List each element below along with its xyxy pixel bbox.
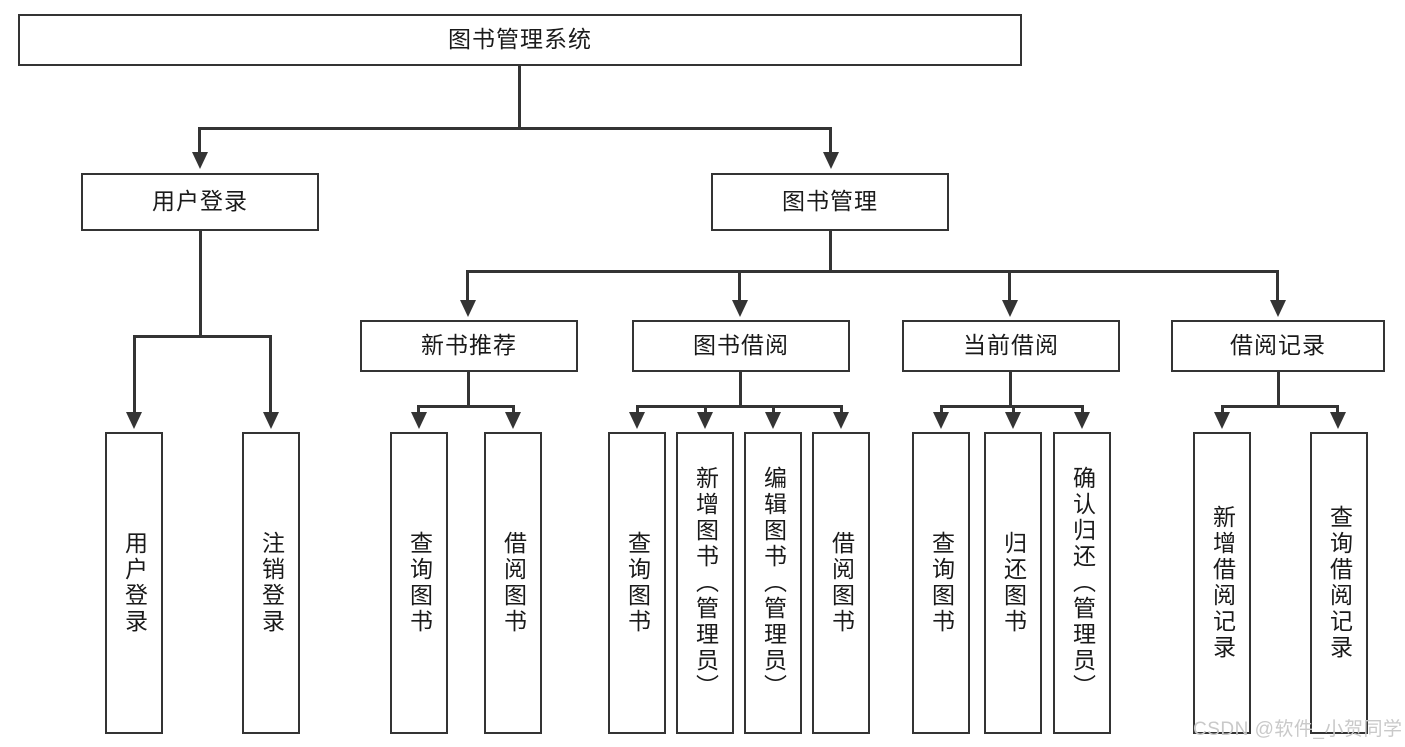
node-leaf-add-book-label: 新增图书（管理员） xyxy=(692,466,719,700)
node-leaf-borrow-book-1-label: 借阅图书 xyxy=(500,531,527,635)
arrowhead-leaf-query-book-3 xyxy=(933,412,949,429)
edge-user-login-leaf2 xyxy=(269,335,272,415)
node-leaf-edit-book-label: 编辑图书（管理员） xyxy=(760,466,787,700)
node-book-borrow[interactable]: 图书借阅 xyxy=(632,320,850,372)
edge-cb-leaf1 xyxy=(940,405,943,415)
edge-bb-leaf3 xyxy=(772,405,775,415)
node-user-login[interactable]: 用户登录 xyxy=(81,173,319,231)
arrowhead-leaf-return-book xyxy=(1005,412,1021,429)
node-borrow-record[interactable]: 借阅记录 xyxy=(1171,320,1385,372)
arrowhead-current-borrow xyxy=(1002,300,1018,317)
node-leaf-confirm-return-label: 确认归还（管理员） xyxy=(1069,466,1096,700)
edge-br-bus xyxy=(1221,405,1339,408)
edge-bb-leaf1 xyxy=(636,405,639,415)
arrowhead-leaf-logout xyxy=(263,412,279,429)
node-leaf-borrow-book-2[interactable]: 借阅图书 xyxy=(812,432,870,734)
node-user-login-label: 用户登录 xyxy=(152,188,248,215)
edge-cb-leaf2 xyxy=(1012,405,1015,415)
node-leaf-borrow-book-2-label: 借阅图书 xyxy=(828,531,855,635)
arrowhead-borrow-record xyxy=(1270,300,1286,317)
node-leaf-add-record-label: 新增借阅记录 xyxy=(1209,505,1236,661)
edge-user-login-bus xyxy=(133,335,271,338)
edge-cb-leaf3 xyxy=(1081,405,1084,415)
arrowhead-leaf-user-login xyxy=(126,412,142,429)
edge-nbr-bus xyxy=(417,405,515,408)
arrowhead-leaf-query-book-2 xyxy=(629,412,645,429)
node-book-borrow-label: 图书借阅 xyxy=(693,332,789,359)
node-leaf-borrow-book-1[interactable]: 借阅图书 xyxy=(484,432,542,734)
node-leaf-query-book-1-label: 查询图书 xyxy=(406,531,433,635)
node-current-borrow[interactable]: 当前借阅 xyxy=(902,320,1120,372)
node-leaf-query-record[interactable]: 查询借阅记录 xyxy=(1310,432,1368,734)
edge-level3-bus xyxy=(466,270,1279,273)
node-book-manage[interactable]: 图书管理 xyxy=(711,173,949,231)
edge-to-book-borrow xyxy=(738,270,741,302)
node-leaf-query-record-label: 查询借阅记录 xyxy=(1326,505,1353,661)
arrowhead-leaf-add-record xyxy=(1214,412,1230,429)
edge-to-book-manage xyxy=(829,127,832,156)
edge-br-leaf1 xyxy=(1221,405,1224,415)
node-leaf-confirm-return[interactable]: 确认归还（管理员） xyxy=(1053,432,1111,734)
node-borrow-record-label: 借阅记录 xyxy=(1230,332,1326,359)
node-leaf-add-record[interactable]: 新增借阅记录 xyxy=(1193,432,1251,734)
node-leaf-query-book-3[interactable]: 查询图书 xyxy=(912,432,970,734)
node-leaf-edit-book[interactable]: 编辑图书（管理员） xyxy=(744,432,802,734)
node-current-borrow-label: 当前借阅 xyxy=(963,332,1059,359)
node-new-book-recommend[interactable]: 新书推荐 xyxy=(360,320,578,372)
edge-to-current-borrow xyxy=(1008,270,1011,302)
edge-bb-stem xyxy=(739,372,742,405)
node-root-label: 图书管理系统 xyxy=(448,26,592,53)
node-leaf-user-login[interactable]: 用户登录 xyxy=(105,432,163,734)
edge-br-stem xyxy=(1277,372,1280,405)
arrowhead-leaf-borrow-book-2 xyxy=(833,412,849,429)
node-leaf-logout[interactable]: 注销登录 xyxy=(242,432,300,734)
arrowhead-leaf-borrow-book-1 xyxy=(505,412,521,429)
node-leaf-user-login-label: 用户登录 xyxy=(121,531,148,635)
edge-root-stem xyxy=(518,66,521,127)
node-leaf-query-book-3-label: 查询图书 xyxy=(928,531,955,635)
node-leaf-logout-label: 注销登录 xyxy=(258,531,285,635)
edge-cb-bus xyxy=(940,405,1083,408)
node-leaf-add-book[interactable]: 新增图书（管理员） xyxy=(676,432,734,734)
edge-br-leaf2 xyxy=(1336,405,1339,415)
node-new-book-recommend-label: 新书推荐 xyxy=(421,332,517,359)
node-leaf-query-book-2-label: 查询图书 xyxy=(624,531,651,635)
arrowhead-leaf-edit-book xyxy=(765,412,781,429)
arrowhead-leaf-query-record xyxy=(1330,412,1346,429)
arrowhead-leaf-query-book-1 xyxy=(411,412,427,429)
edge-to-borrow-record xyxy=(1276,270,1279,302)
node-leaf-return-book-label: 归还图书 xyxy=(1000,531,1027,635)
edge-bb-bus xyxy=(636,405,843,408)
edge-level2-bus xyxy=(198,127,831,130)
node-root[interactable]: 图书管理系统 xyxy=(18,14,1022,66)
edge-bb-leaf2 xyxy=(704,405,707,415)
edge-user-login-leaf1 xyxy=(133,335,136,415)
edge-user-login-stem xyxy=(199,231,202,335)
edge-nbr-leaf1 xyxy=(417,405,420,415)
node-leaf-return-book[interactable]: 归还图书 xyxy=(984,432,1042,734)
edge-to-user-login xyxy=(198,127,201,156)
csdn-watermark: CSDN @软件_小贺同学 xyxy=(1193,719,1403,740)
edge-bb-leaf4 xyxy=(840,405,843,415)
edge-book-manage-stem xyxy=(829,231,832,270)
arrowhead-leaf-confirm-return xyxy=(1074,412,1090,429)
arrowhead-new-book-recommend xyxy=(460,300,476,317)
edge-to-new-book-recommend xyxy=(466,270,469,302)
node-book-manage-label: 图书管理 xyxy=(782,188,878,215)
edge-cb-stem xyxy=(1009,372,1012,405)
node-leaf-query-book-1[interactable]: 查询图书 xyxy=(390,432,448,734)
node-leaf-query-book-2[interactable]: 查询图书 xyxy=(608,432,666,734)
edge-nbr-stem xyxy=(467,372,470,405)
arrowhead-leaf-add-book xyxy=(697,412,713,429)
edge-nbr-leaf2 xyxy=(512,405,515,415)
arrowhead-user-login xyxy=(192,152,208,169)
arrowhead-book-manage xyxy=(823,152,839,169)
arrowhead-book-borrow xyxy=(732,300,748,317)
